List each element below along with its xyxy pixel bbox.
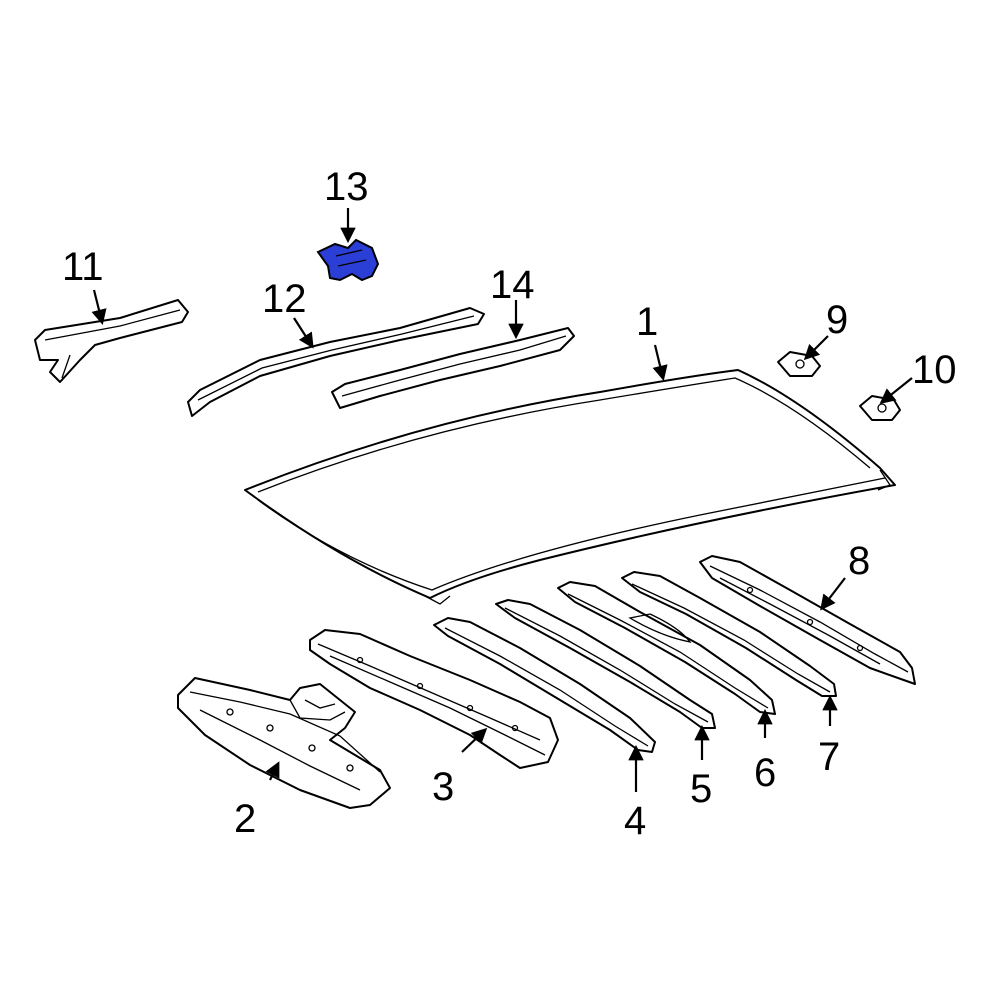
callout-9: 9 — [826, 298, 848, 342]
callout-8: 8 — [848, 539, 870, 583]
callout-11: 11 — [62, 245, 104, 289]
callout-6: 6 — [754, 751, 776, 795]
part-2-front-header-panel[interactable] — [177, 677, 391, 809]
callout-4: 4 — [624, 799, 646, 843]
part-9-bracket[interactable] — [777, 351, 821, 377]
callout-10: 10 — [912, 348, 957, 392]
part-4-roof-bow[interactable] — [433, 617, 656, 753]
callout-2: 2 — [234, 797, 256, 841]
callout-7: 7 — [818, 735, 840, 779]
callout-12: 12 — [262, 277, 307, 321]
callout-14: 14 — [490, 263, 535, 307]
callout-3: 3 — [432, 765, 454, 809]
callout-5: 5 — [690, 767, 712, 811]
part-11-side-rail[interactable] — [34, 299, 189, 383]
part-3-roof-bow[interactable] — [309, 629, 559, 769]
callout-13: 13 — [324, 165, 369, 209]
callout-1: 1 — [636, 300, 658, 344]
leader-lines — [91, 208, 913, 792]
callout-labels: 1 2 3 4 5 6 7 8 9 10 11 12 13 14 — [62, 165, 957, 843]
part-1-roof-panel[interactable] — [244, 369, 896, 605]
part-8-rear-header[interactable] — [699, 555, 916, 685]
part-10-bracket[interactable] — [859, 395, 901, 421]
part-7-roof-bow[interactable] — [621, 571, 837, 697]
part-12-roof-rail[interactable] — [187, 307, 485, 417]
part-13-bracket-highlighted[interactable] — [316, 238, 380, 282]
part-6-roof-bow[interactable] — [557, 581, 776, 715]
part-14-rail-reinforcement[interactable] — [331, 327, 575, 409]
part-5-roof-bow[interactable] — [495, 599, 716, 729]
